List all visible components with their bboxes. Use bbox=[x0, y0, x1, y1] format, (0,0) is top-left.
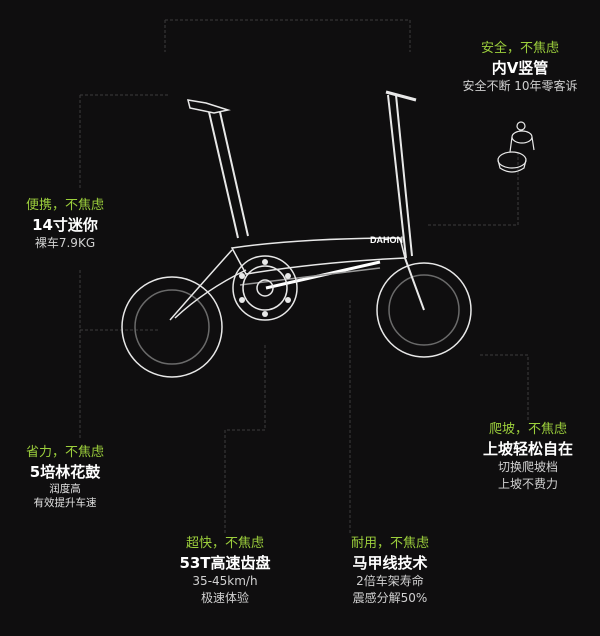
gear-desc-2: 有效提升车速 bbox=[33, 497, 97, 509]
stem-title: 内V竖管 bbox=[491, 59, 549, 77]
gear-desc-1: 润度高 bbox=[49, 483, 81, 495]
climb-desc-2: 上坡不费力 bbox=[497, 477, 558, 491]
size-tag: 便携，不焦虑 bbox=[25, 198, 104, 213]
rear-wheel bbox=[121, 276, 223, 378]
frame-title: 马甲线技术 bbox=[352, 554, 428, 572]
climb-tag: 爬坡，不焦虑 bbox=[488, 422, 567, 437]
frame-tag: 耐用，不焦虑 bbox=[350, 536, 429, 551]
feature-size: 便携，不焦虑 14寸迷你 裸车7.9KG bbox=[0, 197, 130, 252]
saddle bbox=[186, 99, 231, 114]
speed-desc-2: 极速体验 bbox=[200, 591, 249, 605]
climb-desc-1: 切换爬坡档 bbox=[497, 460, 558, 474]
speed-tag: 超快，不焦虑 bbox=[185, 536, 264, 551]
stem-detail-icon bbox=[497, 121, 535, 173]
gear-title: 5培林花鼓 bbox=[29, 463, 101, 481]
speed-title: 53T高速齿盘 bbox=[179, 554, 271, 572]
size-title: 14寸迷你 bbox=[32, 216, 98, 234]
chainring bbox=[232, 255, 298, 321]
brand-logo: DAHON bbox=[370, 235, 403, 245]
frame-desc-1: 2倍车架寿命 bbox=[356, 574, 424, 588]
handlebar bbox=[385, 90, 417, 102]
stem-desc: 安全不断 10年零客诉 bbox=[462, 79, 578, 93]
feature-climb: 爬坡，不焦虑 上坡轻松自在 切换爬坡档 上坡不费力 bbox=[458, 421, 598, 493]
stem-tag: 安全，不焦虑 bbox=[480, 41, 559, 56]
frame-desc-2: 震感分解50% bbox=[352, 591, 428, 605]
feature-gear: 省力，不焦虑 5培林花鼓 润度高 有效提升车速 bbox=[0, 444, 130, 510]
gear-tag: 省力，不焦虑 bbox=[25, 445, 104, 460]
feature-frame: 耐用，不焦虑 马甲线技术 2倍车架寿命 震感分解50% bbox=[320, 535, 460, 607]
feature-stem: 安全，不焦虑 内V竖管 安全不断 10年零客诉 bbox=[440, 40, 600, 95]
feature-speed: 超快，不焦虑 53T高速齿盘 35-45km/h 极速体验 bbox=[155, 535, 295, 607]
front-wheel bbox=[376, 262, 472, 358]
size-desc: 裸车7.9KG bbox=[34, 236, 96, 250]
climb-title: 上坡轻松自在 bbox=[482, 440, 573, 458]
speed-desc-1: 35-45km/h bbox=[192, 574, 258, 588]
